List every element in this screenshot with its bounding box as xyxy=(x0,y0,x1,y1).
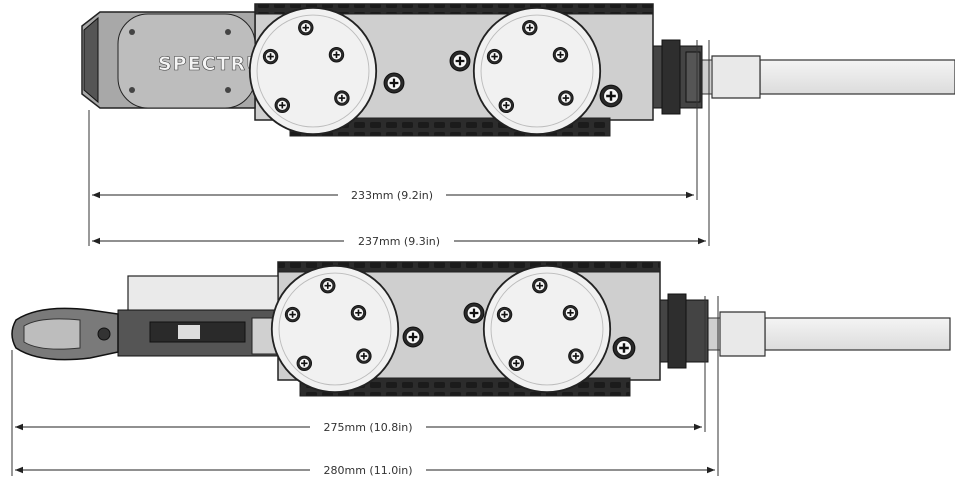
center-screw-right-top xyxy=(449,50,471,72)
camera-head-top xyxy=(81,11,256,109)
dimension-label: 233mm (9.2in) xyxy=(351,189,433,202)
track-upper-top xyxy=(254,3,654,15)
dimension-275mm: 275mm (10.8in) xyxy=(15,419,702,435)
end-screw-top xyxy=(599,84,623,108)
cable-bottom xyxy=(706,311,951,357)
camera-arm-bottom xyxy=(11,275,284,361)
track-plate-left-bottom xyxy=(272,266,398,392)
dimension-label: 237mm (9.3in) xyxy=(358,235,440,248)
dimension-label: 275mm (10.8in) xyxy=(323,421,412,434)
track-plate-right-bottom xyxy=(484,266,610,392)
track-plate-right-top xyxy=(474,8,600,134)
end-screw-bottom xyxy=(612,336,636,360)
dimension-label: 280mm (11.0in) xyxy=(323,464,412,477)
connector-bottom xyxy=(657,293,709,369)
center-screw-right-bottom xyxy=(463,302,485,324)
bottom-view: 275mm (10.8in) 280mm (11.0in) xyxy=(11,261,951,478)
top-view: SPECTRU 233mm (9.2in) 237mm (9.3in) xyxy=(81,3,955,249)
cable-top xyxy=(699,55,955,99)
connector-top xyxy=(651,39,703,115)
dimension-233mm: 233mm (9.2in) xyxy=(92,187,694,203)
track-plate-left-top xyxy=(250,8,376,134)
center-screw-left-top xyxy=(383,72,405,94)
dimension-237mm: 237mm (9.3in) xyxy=(92,233,706,249)
center-screw-left-bottom xyxy=(402,326,424,348)
dimension-280mm: 280mm (11.0in) xyxy=(15,462,715,478)
logo-text: SPECTRU xyxy=(158,53,263,75)
track-upper-bottom xyxy=(277,261,661,273)
